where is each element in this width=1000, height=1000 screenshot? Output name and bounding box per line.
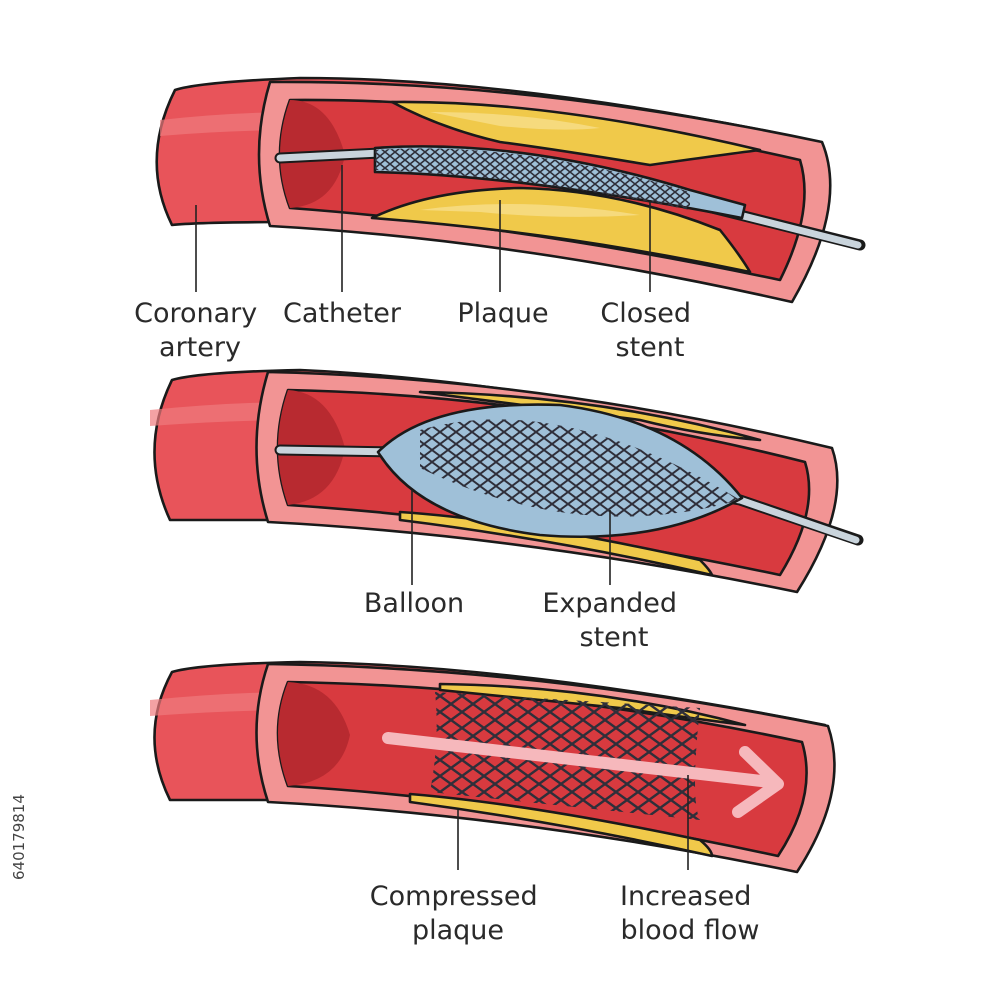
vessel-3: [150, 660, 836, 874]
label-expanded-stent: Expanded stent: [542, 588, 685, 653]
blood-flow-arrow: [382, 732, 776, 788]
label-increased-blood-flow: Increased blood flow: [620, 881, 760, 946]
label-closed-stent: Closed stent: [600, 298, 699, 363]
compressed-plaque: [408, 792, 714, 858]
vessel-2: [150, 368, 864, 594]
stock-id: 640179814: [10, 794, 28, 880]
label-balloon: Balloon: [364, 588, 464, 619]
label-coronary-artery: Coronary artery: [134, 298, 266, 363]
label-plaque: Plaque: [457, 298, 548, 329]
vessel-1: [155, 76, 866, 304]
label-catheter: Catheter: [283, 298, 402, 329]
label-compressed-plaque: Compressed plaque: [370, 881, 546, 946]
